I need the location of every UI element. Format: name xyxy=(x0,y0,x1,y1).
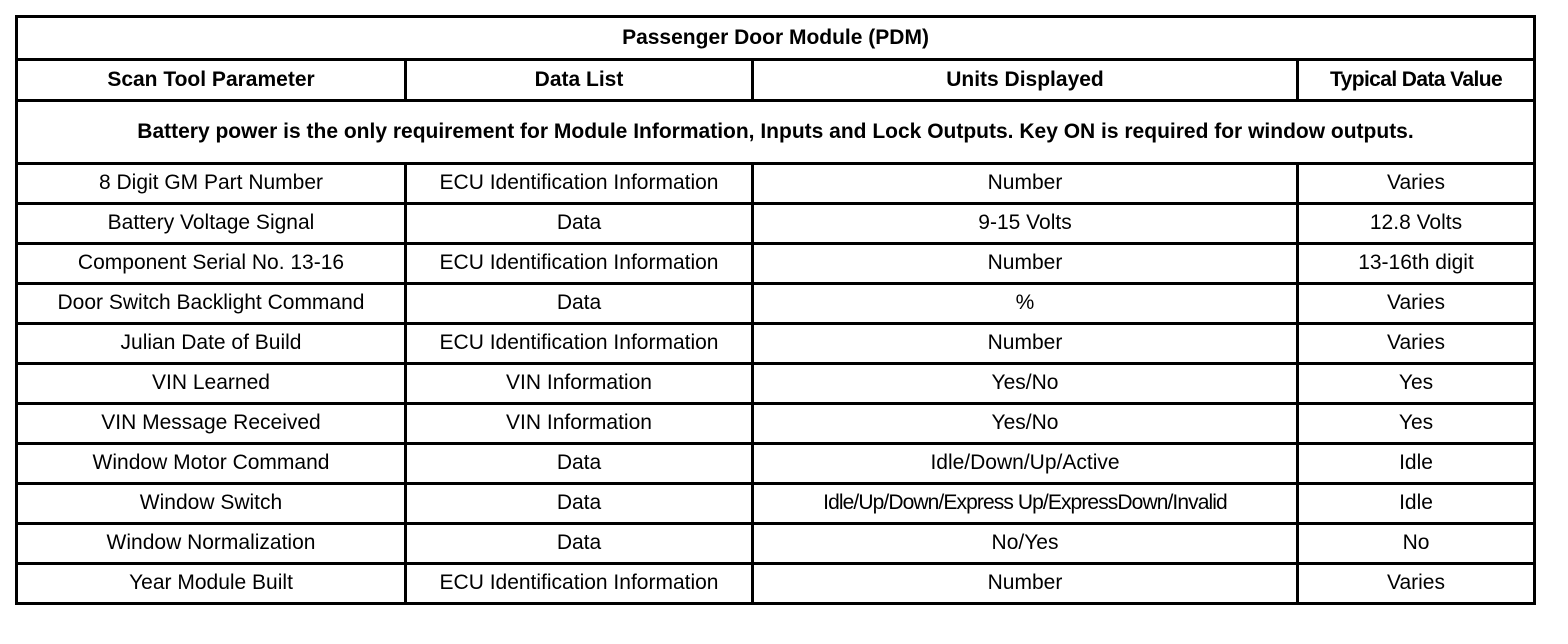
cell-data-list: ECU Identification Information xyxy=(404,242,754,285)
table-row: Julian Date of Build ECU Identification … xyxy=(15,322,1536,365)
cell-units: Idle/Down/Up/Active xyxy=(751,442,1299,485)
cell-typical-value: Varies xyxy=(1296,162,1536,205)
cell-parameter: Window Motor Command xyxy=(15,442,407,485)
cell-units: No/Yes xyxy=(751,522,1299,565)
cell-parameter: Component Serial No. 13-16 xyxy=(15,242,407,285)
requirements-note: Battery power is the only requirement fo… xyxy=(15,99,1536,165)
cell-parameter: VIN Learned xyxy=(15,362,407,405)
table-title-row: Passenger Door Module (PDM) xyxy=(15,15,1536,61)
cell-data-list: Data xyxy=(404,522,754,565)
table-row: Door Switch Backlight Command Data % Var… xyxy=(15,282,1536,325)
column-header-typical-data-value: Typical Data Value xyxy=(1296,58,1536,102)
cell-parameter: Window Normalization xyxy=(15,522,407,565)
table-row: Window Switch Data Idle/Up/Down/Express … xyxy=(15,482,1536,525)
cell-units: Number xyxy=(751,322,1299,365)
cell-units: Number xyxy=(751,162,1299,205)
column-header-units-displayed: Units Displayed xyxy=(751,58,1299,102)
column-header-data-list: Data List xyxy=(404,58,754,102)
cell-parameter: Julian Date of Build xyxy=(15,322,407,365)
cell-typical-value: 12.8 Volts xyxy=(1296,202,1536,245)
table-row: VIN Learned VIN Information Yes/No Yes xyxy=(15,362,1536,405)
cell-units: Idle/Up/Down/Express Up/ExpressDown/Inva… xyxy=(751,482,1299,525)
column-header-scan-tool-parameter: Scan Tool Parameter xyxy=(15,58,407,102)
cell-parameter: Door Switch Backlight Command xyxy=(15,282,407,325)
table-row: Window Normalization Data No/Yes No xyxy=(15,522,1536,565)
cell-units: 9-15 Volts xyxy=(751,202,1299,245)
table-row: Component Serial No. 13-16 ECU Identific… xyxy=(15,242,1536,285)
cell-data-list: ECU Identification Information xyxy=(404,322,754,365)
cell-data-list: VIN Information xyxy=(404,362,754,405)
cell-typical-value: 13-16th digit xyxy=(1296,242,1536,285)
cell-typical-value: Varies xyxy=(1296,322,1536,365)
cell-data-list: Data xyxy=(404,282,754,325)
cell-units: % xyxy=(751,282,1299,325)
cell-units: Yes/No xyxy=(751,362,1299,405)
cell-typical-value: Idle xyxy=(1296,482,1536,525)
table-note-row: Battery power is the only requirement fo… xyxy=(15,99,1536,165)
cell-data-list: Data xyxy=(404,482,754,525)
cell-typical-value: Yes xyxy=(1296,362,1536,405)
table-row: Battery Voltage Signal Data 9-15 Volts 1… xyxy=(15,202,1536,245)
cell-typical-value: Yes xyxy=(1296,402,1536,445)
cell-typical-value: No xyxy=(1296,522,1536,565)
cell-parameter: VIN Message Received xyxy=(15,402,407,445)
cell-data-list: Data xyxy=(404,202,754,245)
cell-units: Yes/No xyxy=(751,402,1299,445)
cell-parameter: Battery Voltage Signal xyxy=(15,202,407,245)
cell-typical-value: Varies xyxy=(1296,282,1536,325)
cell-units: Number xyxy=(751,242,1299,285)
cell-parameter: Year Module Built xyxy=(15,562,407,605)
pdm-parameter-table: Passenger Door Module (PDM) Scan Tool Pa… xyxy=(15,15,1536,605)
cell-parameter: 8 Digit GM Part Number xyxy=(15,162,407,205)
table-title: Passenger Door Module (PDM) xyxy=(15,15,1536,61)
table-row: VIN Message Received VIN Information Yes… xyxy=(15,402,1536,445)
cell-data-list: VIN Information xyxy=(404,402,754,445)
pdm-table-container: Passenger Door Module (PDM) Scan Tool Pa… xyxy=(15,15,1536,605)
cell-typical-value: Varies xyxy=(1296,562,1536,605)
table-row: Year Module Built ECU Identification Inf… xyxy=(15,562,1536,605)
table-header-row: Scan Tool Parameter Data List Units Disp… xyxy=(15,58,1536,102)
cell-data-list: ECU Identification Information xyxy=(404,562,754,605)
cell-data-list: ECU Identification Information xyxy=(404,162,754,205)
cell-typical-value: Idle xyxy=(1296,442,1536,485)
cell-units: Number xyxy=(751,562,1299,605)
cell-parameter: Window Switch xyxy=(15,482,407,525)
table-row: 8 Digit GM Part Number ECU Identificatio… xyxy=(15,162,1536,205)
cell-data-list: Data xyxy=(404,442,754,485)
table-row: Window Motor Command Data Idle/Down/Up/A… xyxy=(15,442,1536,485)
